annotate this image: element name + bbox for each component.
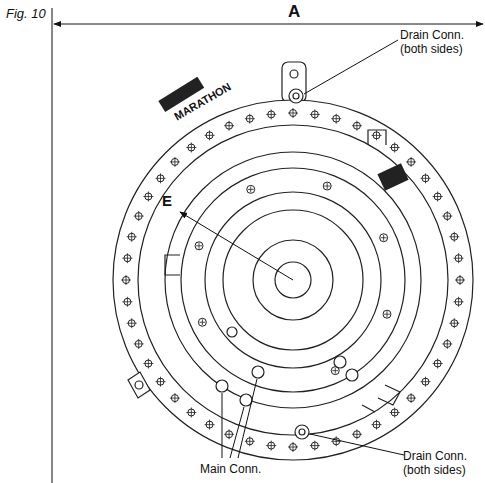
bolt-ring [121, 108, 465, 452]
bolt [449, 318, 459, 328]
bolt [121, 275, 131, 285]
dimension-label: A [288, 2, 300, 22]
bolt [186, 407, 196, 417]
callout-label: Drain Conn. (both sides) [403, 449, 481, 478]
bolt [224, 121, 234, 131]
bolt [442, 211, 452, 221]
callout-label: Main Conn. [200, 462, 261, 476]
dimension-label-wrap: E [162, 192, 172, 210]
figure-number: Fig. 10 [6, 6, 46, 22]
bolt [127, 318, 137, 328]
fitting [216, 89, 358, 439]
callout-label-wrap: Main Conn. [200, 462, 261, 476]
bolt [266, 441, 276, 451]
bolt [170, 157, 180, 167]
callout-label-wrap: Drain Conn. (both sides) [400, 28, 480, 57]
bolt [433, 359, 443, 369]
bolt [442, 339, 452, 349]
bolt [449, 232, 459, 242]
figure-number-wrap: Fig. 10 [6, 6, 46, 22]
bolt [406, 157, 416, 167]
bolt [245, 114, 255, 124]
bolt [352, 121, 362, 131]
bolt [288, 108, 298, 118]
bolt [288, 442, 298, 452]
bolt [224, 429, 234, 439]
housing [113, 62, 473, 460]
screw [380, 234, 388, 242]
bolt [310, 109, 320, 119]
leader-line [222, 40, 404, 458]
bracket [165, 130, 400, 412]
sensor-block [377, 163, 408, 190]
dimension-line [180, 212, 293, 280]
bolt [205, 420, 215, 430]
bolt [127, 232, 137, 242]
bolt [143, 192, 153, 202]
screw [195, 242, 203, 250]
bolt [406, 393, 416, 403]
screw [198, 318, 206, 326]
bolt [266, 109, 276, 119]
bolt [122, 253, 132, 263]
screw [323, 182, 331, 190]
bolt [170, 393, 180, 403]
bolt [156, 173, 166, 183]
bolt [156, 377, 166, 387]
bolt [420, 173, 430, 183]
bolt [372, 130, 382, 140]
bolt [390, 407, 400, 417]
bolt [134, 339, 144, 349]
dimension-label: E [162, 192, 172, 210]
callout-label: Drain Conn. (both sides) [400, 28, 480, 57]
bolt [310, 441, 320, 451]
bolt [134, 211, 144, 221]
screw [383, 310, 391, 318]
dimension-line [54, 24, 483, 25]
bolt [352, 429, 362, 439]
bolt [331, 114, 341, 124]
bolt [245, 436, 255, 446]
bolt [454, 253, 464, 263]
bolt [143, 359, 153, 369]
bolt [455, 275, 465, 285]
bolt [390, 143, 400, 153]
dimension-label-wrap: A [288, 2, 300, 22]
bolt [420, 377, 430, 387]
extension-line [52, 8, 53, 483]
bolt [205, 130, 215, 140]
bolt [372, 420, 382, 430]
bolt [454, 297, 464, 307]
bolt [186, 143, 196, 153]
bolt [433, 192, 443, 202]
bolt [122, 297, 132, 307]
callout-label-wrap: Drain Conn. (both sides) [403, 449, 481, 478]
screw [247, 185, 255, 193]
bolt [331, 436, 341, 446]
